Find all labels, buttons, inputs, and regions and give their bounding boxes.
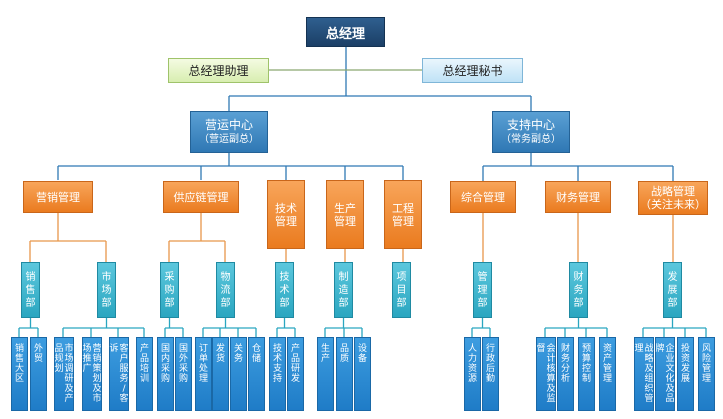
secretary-box: 总经理秘书 [422, 58, 523, 83]
department-box: 战略管理（关注未来） [638, 181, 708, 215]
assistant-box: 总经理助理 [168, 58, 269, 83]
department-box: 工程管理 [384, 180, 422, 249]
function-box: 关务 [230, 337, 247, 411]
sub-unit-box: 物流部 [216, 262, 235, 318]
sub-unit-box: 项目部 [392, 262, 411, 318]
function-box: 客户服务/客诉 [109, 337, 129, 411]
center-title: 支持中心 [506, 118, 555, 132]
function-box: 生产 [317, 337, 334, 411]
function-box: 资产管理 [599, 337, 616, 411]
support-center-box: 支持中心 （常务副总） [492, 111, 570, 153]
function-box: 营销策划及市场推广 [82, 337, 102, 411]
sub-unit-box: 技术部 [275, 262, 294, 318]
department-box: 技术管理 [267, 180, 305, 249]
function-box: 预算控制 [578, 337, 595, 411]
function-box: 投资发展 [677, 337, 694, 411]
department-box: 营销管理 [23, 181, 93, 213]
sub-unit-box: 发展部 [663, 262, 682, 318]
function-box: 企业文化及品牌 [655, 337, 675, 411]
center-title: 营运中心 [204, 118, 253, 132]
sub-unit-box: 制造部 [334, 262, 353, 318]
function-box: 市场调研及产品规划 [54, 337, 74, 411]
operations-center-box: 营运中心 （营运副总） [190, 111, 268, 153]
function-box: 财务分析 [557, 337, 574, 411]
function-box: 国外采购 [175, 337, 192, 411]
sub-unit-box: 采购部 [160, 262, 179, 318]
function-box: 销售大区 [11, 337, 28, 411]
department-box: 综合管理 [450, 181, 516, 213]
sub-unit-box: 市场部 [97, 262, 116, 318]
function-box: 战略及组织管理 [634, 337, 654, 411]
function-box: 订单处理 [195, 337, 212, 411]
function-box: 国内采购 [157, 337, 174, 411]
sub-unit-box: 财务部 [569, 262, 588, 318]
sub-unit-box: 销售部 [21, 262, 40, 318]
function-box: 会计核算及监督 [536, 337, 556, 411]
function-box: 产品研发 [287, 337, 304, 411]
department-box: 生产管理 [326, 180, 364, 249]
department-box: 财务管理 [545, 181, 611, 213]
function-box: 技术支持 [269, 337, 286, 411]
function-box: 人力资源 [464, 337, 481, 411]
function-box: 行政后勤 [482, 337, 499, 411]
function-box: 产品培训 [136, 337, 153, 411]
center-subtitle: （营运副总） [199, 134, 259, 145]
center-subtitle: （常务副总） [501, 134, 561, 145]
function-box: 品质 [336, 337, 353, 411]
function-box: 仓储 [248, 337, 265, 411]
function-box: 外贸 [30, 337, 47, 411]
sub-unit-box: 管理部 [473, 262, 492, 318]
function-box: 设备 [354, 337, 371, 411]
function-box: 发货 [212, 337, 229, 411]
department-box: 供应链管理 [163, 181, 239, 213]
ceo-box: 总经理 [306, 17, 385, 47]
function-box: 风险管理 [698, 337, 715, 411]
